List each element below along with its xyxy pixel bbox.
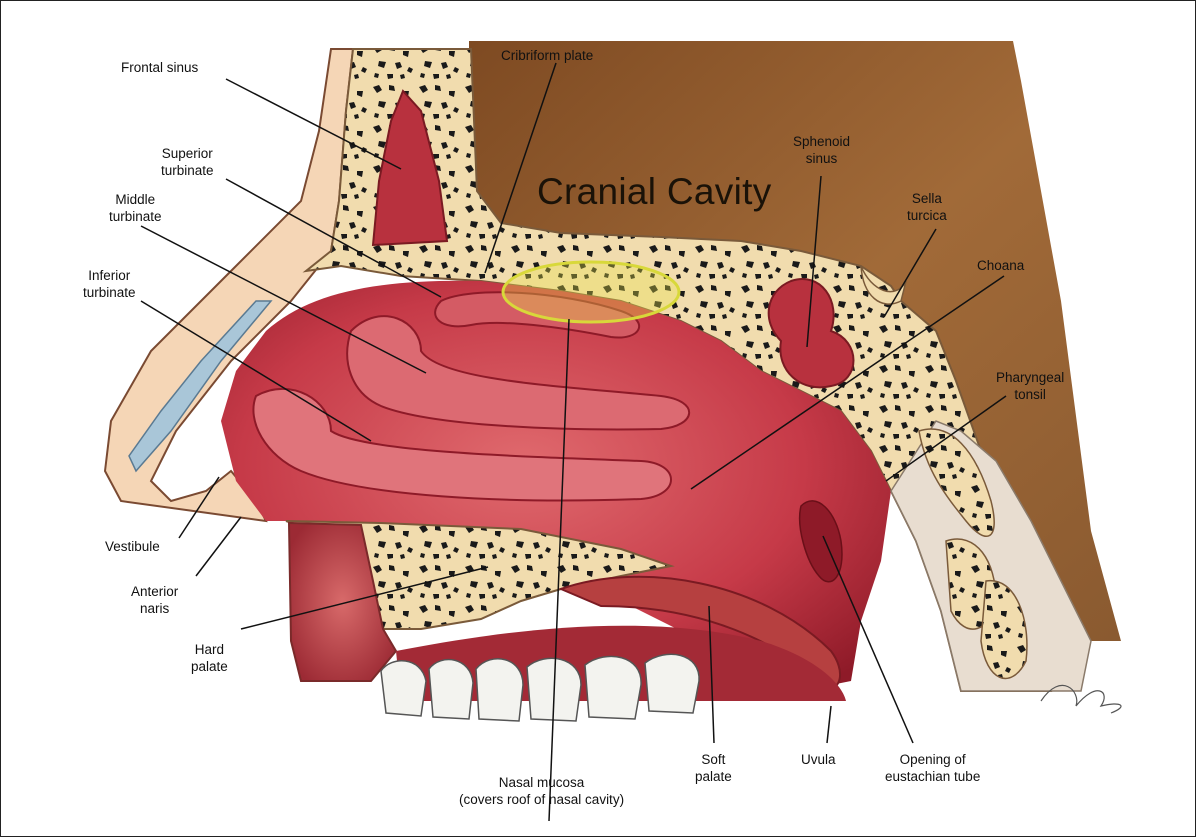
label-vestibule: Vestibule bbox=[105, 538, 160, 555]
label-uvula: Uvula bbox=[801, 751, 836, 768]
label-eustachian-tube: Opening of eustachian tube bbox=[885, 751, 980, 785]
label-soft-palate: Soft palate bbox=[695, 751, 732, 785]
label-hard-palate: Hard palate bbox=[191, 641, 228, 675]
label-superior-turbinate: Superior turbinate bbox=[161, 145, 214, 179]
label-cribriform-plate: Cribriform plate bbox=[501, 47, 593, 64]
label-inferior-turbinate: Inferior turbinate bbox=[83, 267, 136, 301]
cranial-cavity-title: Cranial Cavity bbox=[537, 171, 772, 213]
label-sella-turcica: Sella turcica bbox=[907, 190, 947, 224]
label-pharyngeal-tonsil: Pharyngeal tonsil bbox=[996, 369, 1064, 403]
label-anterior-naris: Anterior naris bbox=[131, 583, 178, 617]
nasal-mucosa-highlight bbox=[503, 262, 679, 322]
label-nasal-mucosa: Nasal mucosa (covers roof of nasal cavit… bbox=[459, 774, 624, 808]
label-sphenoid-sinus: Sphenoid sinus bbox=[793, 133, 850, 167]
label-choana: Choana bbox=[977, 257, 1024, 274]
label-middle-turbinate: Middle turbinate bbox=[109, 191, 162, 225]
label-frontal-sinus: Frontal sinus bbox=[121, 59, 198, 76]
